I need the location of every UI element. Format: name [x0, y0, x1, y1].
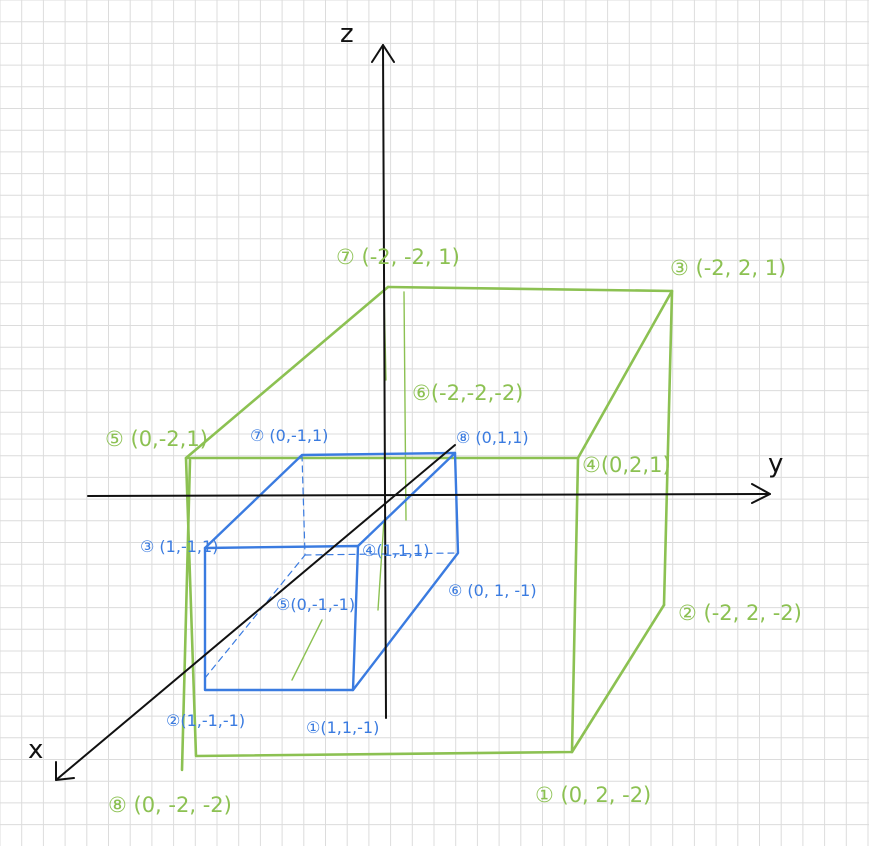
- outer-vertex-6-label: ⑥(-2,-2,-2): [412, 381, 523, 405]
- outer-box-front-face-edge: [180, 458, 192, 772]
- outer-box-top-right-edge: [576, 289, 674, 460]
- outer-box: [180, 285, 674, 772]
- outer-box-bottom-right-edge: [570, 603, 666, 754]
- axes: [55, 44, 771, 781]
- inner-vertex-6-label: ⑥ (0, 1, -1): [448, 581, 537, 600]
- x-axis: [55, 444, 456, 781]
- inner-box: [203, 451, 460, 692]
- inner-vertex-8-label: ⑧ (0,1,1): [456, 428, 529, 447]
- y-axis: [87, 493, 771, 497]
- inner-vertex-3-label: ③ (1,-1,1): [140, 537, 218, 556]
- y-axis-label: y: [768, 449, 783, 479]
- inner-box-right-edge: [351, 451, 460, 692]
- outer-box-top-left-edge: [184, 285, 390, 460]
- inner-vertex-5-label: ⑤(0,-1,-1): [276, 595, 355, 614]
- z-axis-arrowhead: [371, 44, 395, 63]
- outer-vertex-7-label: ⑦ (-2, -2, 1): [336, 245, 460, 269]
- x-axis-arrowhead: [55, 761, 75, 781]
- inner-vertex-4-label: ④(1,1,1): [362, 541, 430, 560]
- outer-vertex-5-label: ⑤ (0,-2,1): [105, 427, 208, 451]
- outer-vertex-1-label: ① (0, 2, -2): [535, 783, 651, 807]
- inner-box-hidden-edges: [204, 454, 459, 679]
- z-axis: [382, 44, 387, 719]
- inner-box-front-face: [203, 544, 360, 692]
- outer-vertex-3-label: ③ (-2, 2, 1): [670, 256, 786, 280]
- outer-vertex-8-label: ⑧ (0, -2, -2): [108, 793, 232, 817]
- inner-vertex-1-label: ①(1,1,-1): [306, 718, 379, 737]
- inner-box-top-face: [203, 451, 457, 550]
- z-axis-label: z: [340, 19, 354, 49]
- x-axis-label: x: [28, 735, 43, 765]
- outer-vertex-4-label: ④(0,2,1): [582, 453, 671, 477]
- outer-box-hidden-edge: [291, 291, 407, 681]
- inner-vertex-2-label: ②(1,-1,-1): [166, 711, 245, 730]
- outer-vertex-2-label: ② (-2, 2, -2): [678, 601, 802, 625]
- inner-vertex-7-label: ⑦ (0,-1,1): [250, 426, 328, 445]
- y-axis-arrowhead: [751, 483, 771, 504]
